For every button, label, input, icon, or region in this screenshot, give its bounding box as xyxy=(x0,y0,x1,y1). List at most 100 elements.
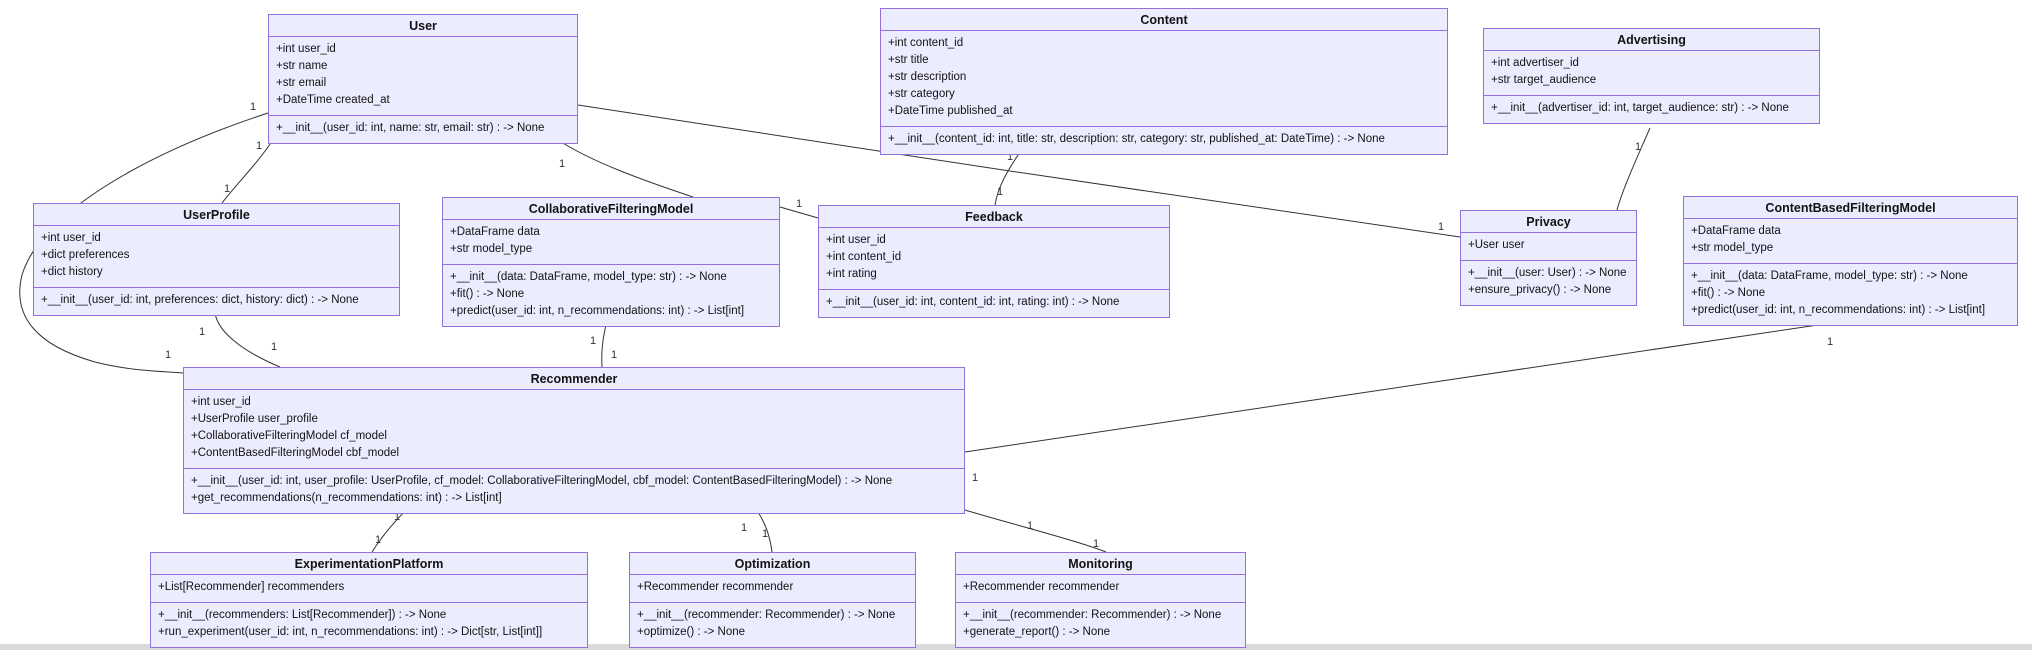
class-attribute: +str name xyxy=(276,60,328,72)
class-title-Monitoring: Monitoring xyxy=(956,553,1245,575)
multiplicity-label: 1 xyxy=(1027,520,1033,532)
class-title-Advertising: Advertising xyxy=(1484,29,1819,51)
class-attribute-section: +DataFrame data+str model_type xyxy=(1684,219,2017,264)
class-attribute: +int user_id xyxy=(41,232,101,244)
class-node-ExperimentationPlatform[interactable]: ExperimentationPlatform+List[Recommender… xyxy=(150,552,588,648)
class-attribute: +CollaborativeFilteringModel cf_model xyxy=(191,430,387,442)
multiplicity-label: 1 xyxy=(375,534,381,546)
multiplicity-label: 1 xyxy=(1827,336,1833,348)
class-method: +ensure_privacy() : -> None xyxy=(1468,284,1612,296)
edge-collaborativefilteringmodel-feedback xyxy=(779,206,819,219)
class-method: +predict(user_id: int, n_recommendations… xyxy=(1691,304,1986,316)
multiplicity-label: 1 xyxy=(224,183,230,195)
multiplicity-label: 1 xyxy=(762,528,768,540)
class-node-Advertising[interactable]: Advertising +int advertiser_id +str target… xyxy=(1483,28,1820,124)
class-attribute-section: +User user xyxy=(1461,233,1636,261)
class-method: +run_experiment(user_id: int, n_recommen… xyxy=(158,626,543,638)
multiplicity-label: 1 xyxy=(997,186,1003,198)
class-attribute: +int advertiser_id xyxy=(1491,57,1579,69)
class-method-section: +__init__(user_id: int, name: str, email… xyxy=(269,116,577,143)
class-attribute: +str model_type xyxy=(450,243,533,255)
class-method-section: +__init__(user_id: int, content_id: int,… xyxy=(819,290,1169,317)
class-attribute: +Recommender recommender xyxy=(963,581,1120,593)
class-attribute: +dict history xyxy=(41,266,103,278)
class-method: +__init__(data: DataFrame, model_type: s… xyxy=(1691,270,1968,282)
class-method: +__init__(data: DataFrame, model_type: s… xyxy=(450,271,727,283)
class-node-User[interactable]: User+int user_id+str name+str email+Date… xyxy=(268,14,578,144)
multiplicity-label: 1 xyxy=(165,349,171,361)
multiplicity-label: 1 xyxy=(256,140,262,152)
multiplicity-label: 1 xyxy=(611,349,617,361)
class-attribute: +ContentBasedFilteringModel cbf_model xyxy=(191,447,400,459)
class-attribute: +int content_id xyxy=(826,251,902,263)
class-attribute-section: +DataFrame data +str model_type xyxy=(443,220,779,265)
multiplicity-label: 1 xyxy=(796,198,802,210)
class-node-CollaborativeFilteringModel[interactable]: CollaborativeFilteringModel+DataFrame da… xyxy=(442,197,780,327)
class-node-Optimization[interactable]: Optimization +Recommender recommender +__i… xyxy=(629,552,916,648)
multiplicity-label: 1 xyxy=(271,341,277,353)
class-attribute-section: +int content_id+str title+str descriptio… xyxy=(881,31,1447,127)
multiplicity-label: 1 xyxy=(250,101,256,113)
class-attribute: +int user_id xyxy=(276,43,336,55)
class-attribute-section: +Recommender recommender xyxy=(956,575,1245,603)
multiplicity-label: 1 xyxy=(972,472,978,484)
class-method: +__init__(content_id: int, title: str, d… xyxy=(888,133,1385,145)
edge-user-collaborativefilteringmodel xyxy=(557,139,694,198)
class-method: +__init__(recommender: Recommender) : ->… xyxy=(963,609,1222,621)
class-method: +__init__(user_id: int, name: str, email… xyxy=(276,122,545,134)
class-attribute: +int user_id xyxy=(191,396,251,408)
class-method-section: +__init__(recommenders: List[Recommender… xyxy=(151,603,587,647)
edge-advertising-privacy xyxy=(1616,127,1651,211)
class-node-Feedback[interactable]: Feedback+int user_id+int content_id+int … xyxy=(818,205,1170,318)
class-method-section: +__init__(user: User) : -> None+ensure_p… xyxy=(1461,261,1636,305)
multiplicity-label: 1 xyxy=(559,158,565,170)
class-method: +__init__(user_id: int, user_profile: Us… xyxy=(191,475,893,487)
edge-recommender-contentbasedfilteringmodel xyxy=(964,321,1839,453)
class-attribute-section: +List[Recommender] recommenders xyxy=(151,575,587,603)
multiplicity-label: 1 xyxy=(1438,221,1444,233)
class-attribute: +DataFrame data xyxy=(450,226,540,238)
class-method: +optimize() : -> None xyxy=(637,626,746,638)
class-method-section: +__init__(data: DataFrame, model_type: s… xyxy=(1684,264,2017,325)
edge-user-recommender xyxy=(19,112,269,374)
class-attribute: +int user_id xyxy=(826,234,886,246)
edge-recommender-monitoring xyxy=(957,507,1107,553)
class-node-ContentBasedFilteringModel[interactable]: ContentBasedFilteringModel+DataFrame dat… xyxy=(1683,196,2018,326)
class-attribute-section: +int user_id+dict preferences+dict histo… xyxy=(34,226,399,288)
edge-content-feedback xyxy=(994,151,1021,206)
class-attribute: +Recommender recommender xyxy=(637,581,794,593)
class-method: +__init__(user_id: int, preferences: dic… xyxy=(41,294,359,306)
class-method-section: +__init__(recommender: Recommender) : ->… xyxy=(630,603,915,647)
class-method-section: +__init__(recommender: Recommender) : ->… xyxy=(956,603,1245,647)
edge-collaborativefilteringmodel-recommender xyxy=(601,320,608,368)
class-attribute-section: +int user_id +int content_id +int rating xyxy=(819,228,1169,290)
class-node-UserProfile[interactable]: UserProfile+int user_id+dict preferences… xyxy=(33,203,400,316)
class-attribute: +DataFrame data xyxy=(1691,225,1781,237)
class-title-Recommender: Recommender xyxy=(184,368,964,390)
class-attribute-section: +int user_id +str name +str email +DateTime… xyxy=(269,37,577,116)
class-node-Recommender[interactable]: Recommender+int user_id+UserProfile user… xyxy=(183,367,965,514)
edge-userprofile-recommender xyxy=(214,312,281,368)
class-title-UserProfile: UserProfile xyxy=(34,204,399,226)
class-method: +__init__(recommenders: List[Recommender… xyxy=(158,609,447,621)
class-attribute: +DateTime created_at xyxy=(276,94,390,106)
multiplicity-label: 1 xyxy=(590,335,596,347)
class-method-section: +__init__(user_id: int, preferences: dic… xyxy=(34,288,399,315)
class-attribute: +str email xyxy=(276,77,327,89)
class-method-section: +__init__(data: DataFrame, model_type: s… xyxy=(443,265,779,326)
class-node-Content[interactable]: Content+int content_id+str title+str des… xyxy=(880,8,1448,155)
class-title-Feedback: Feedback xyxy=(819,206,1169,228)
class-method-section: +__init__(user_id: int, user_profile: Us… xyxy=(184,469,964,513)
class-node-Monitoring[interactable]: Monitoring +Recommender recommender +__ini… xyxy=(955,552,1246,648)
class-attribute: +List[Recommender] recommenders xyxy=(158,581,345,593)
class-method: +generate_report() : -> None xyxy=(963,626,1111,638)
class-attribute: +int rating xyxy=(826,268,877,280)
class-method: +get_recommendations(n_recommendations: … xyxy=(191,492,502,504)
class-method: +predict(user_id: int, n_recommendations… xyxy=(450,305,745,317)
class-title-Optimization: Optimization xyxy=(630,553,915,575)
class-attribute: +int content_id xyxy=(888,37,964,49)
class-node-Privacy[interactable]: Privacy+User user+__init__(user: User) :… xyxy=(1460,210,1637,306)
class-attribute: +str target_audience xyxy=(1491,74,1597,86)
class-method: +fit() : -> None xyxy=(450,288,525,300)
